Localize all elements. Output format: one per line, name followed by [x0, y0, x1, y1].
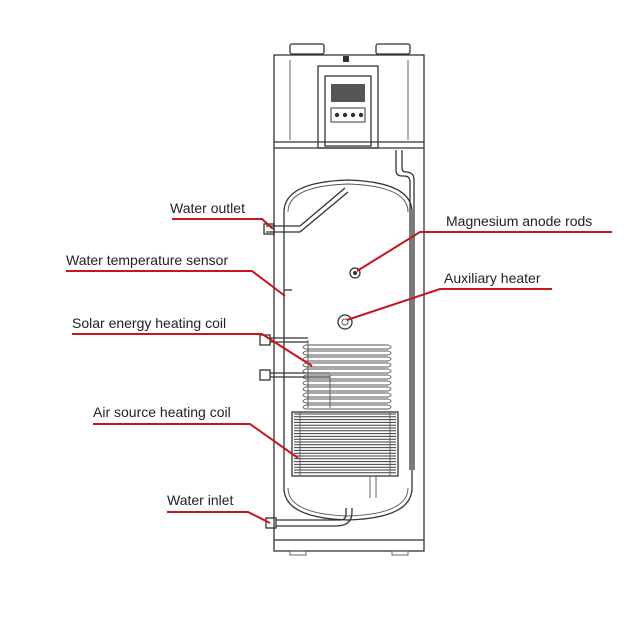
- label-auxiliary-heater: Auxiliary heater: [444, 270, 541, 286]
- leader-water-inlet: [167, 511, 271, 524]
- solar-coil-turn: [302, 374, 392, 380]
- solar-coil-turn: [302, 350, 392, 356]
- solar-coil-turn: [302, 344, 392, 350]
- outer-cabinet: [273, 54, 425, 556]
- leader-lines: [66, 218, 612, 524]
- solar-coil-turn: [302, 368, 392, 374]
- control-panel: [317, 65, 379, 149]
- label-water-temperature-sensor: Water temperature sensor: [66, 252, 229, 268]
- solar-coil: [259, 334, 392, 410]
- top-vents: [289, 43, 411, 62]
- leader-temperature-sensor: [66, 270, 286, 297]
- leader-water-outlet: [172, 218, 274, 230]
- leader-anode-rods: [356, 231, 612, 272]
- leader-solar-coil: [72, 333, 313, 367]
- solar-coil-turn: [302, 356, 392, 362]
- water-inlet-pipe: [265, 508, 353, 529]
- label-water-inlet: Water inlet: [167, 492, 234, 508]
- inner-tank: [283, 179, 413, 521]
- solar-coil-turn: [302, 380, 392, 386]
- label-solar-energy-heating-coil: Solar energy heating coil: [72, 315, 227, 331]
- solar-coil-turn: [302, 362, 392, 368]
- solar-coil-turn: [302, 404, 392, 410]
- solar-coil-turn: [302, 392, 392, 398]
- leader-auxiliary-heater: [346, 288, 552, 321]
- label-water-outlet: Water outlet: [170, 200, 245, 216]
- label-air-source-heating-coil: Air source heating coil: [93, 404, 231, 420]
- water-outlet-pipe: [263, 187, 349, 235]
- anode-rod-fitting: [349, 267, 361, 279]
- side-pipe: [395, 150, 415, 470]
- auxiliary-heater-fitting: [337, 314, 353, 330]
- air-source-coil: [291, 411, 399, 498]
- solar-coil-turn: [302, 386, 392, 392]
- label-magnesium-anode-rods: Magnesium anode rods: [446, 213, 593, 229]
- solar-coil-turn: [302, 398, 392, 404]
- leader-air-coil: [93, 423, 299, 459]
